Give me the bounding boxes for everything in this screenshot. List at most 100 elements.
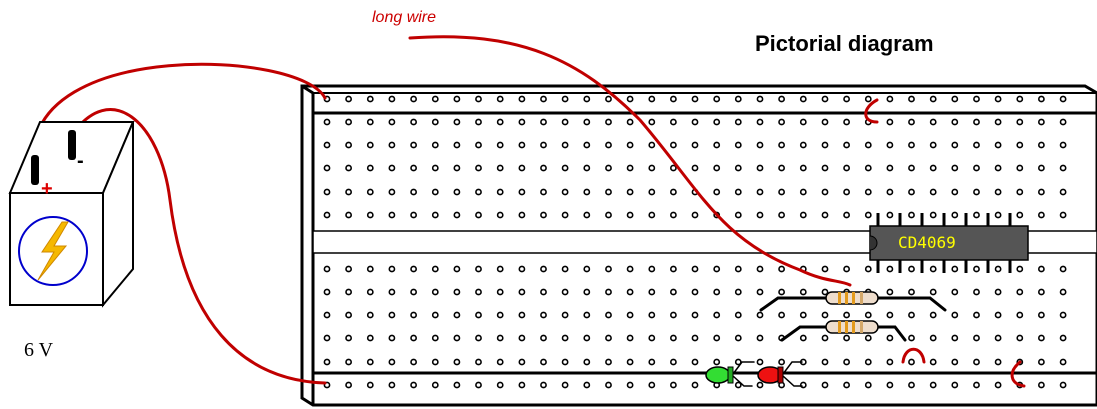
breadboard-hole [323,358,331,366]
breadboard-hole [410,334,417,342]
breadboard-hole [994,188,1002,196]
breadboard-hole [951,188,959,196]
breadboard-hole [973,311,980,319]
breadboard-hole [908,95,915,103]
breadboard-hole [540,381,547,389]
breadboard-hole [713,358,721,366]
breadboard-hole [929,265,937,273]
breadboard-hole [713,188,721,196]
breadboard-hole [496,334,504,342]
breadboard-hole [670,188,677,196]
breadboard-hole [561,288,569,296]
breadboard-hole [821,265,829,273]
breadboard-hole [518,118,526,126]
breadboard-hole [778,311,785,319]
breadboard-hole [843,358,850,366]
breadboard-hole [994,358,1002,366]
breadboard-hole [605,311,612,319]
breadboard-hole [821,95,829,103]
positive-sign: + [41,178,53,200]
breadboard-hole [843,381,850,389]
breadboard-hole [864,95,872,103]
breadboard-hole [540,164,547,172]
breadboard-hole [994,211,1002,219]
breadboard-hole [670,334,677,342]
breadboard-hole [886,358,894,366]
breadboard-hole [518,358,526,366]
breadboard-hole [1059,288,1067,296]
breadboard-hole [605,211,612,219]
breadboard-hole [453,358,461,366]
breadboard-hole [821,164,829,172]
breadboard-hole [799,381,807,389]
breadboard-hole [518,311,526,319]
breadboard-hole [1038,311,1045,319]
breadboard-hole [864,188,872,196]
breadboard-hole [475,311,482,319]
breadboard-hole [605,358,612,366]
breadboard-hole [648,265,656,273]
breadboard-hole [734,265,742,273]
resistor-2 [780,320,907,342]
breadboard-hole [388,358,396,366]
breadboard-hole [864,311,872,319]
red-led [757,361,803,387]
breadboard-hole [734,288,742,296]
breadboard-hole [734,358,742,366]
breadboard-hole [929,211,937,219]
breadboard-hole [670,381,677,389]
breadboard-hole [583,381,591,389]
breadboard-hole [864,141,872,149]
breadboard-hole [1038,358,1045,366]
breadboard-hole [626,334,634,342]
breadboard-hole [908,118,915,126]
breadboard-hole [1038,188,1045,196]
breadboard-hole [431,164,439,172]
breadboard-hole [561,118,569,126]
breadboard-hole [799,141,807,149]
breadboard-hole [973,164,980,172]
breadboard-hole [496,381,504,389]
breadboard-hole [605,288,612,296]
breadboard-hole [648,118,656,126]
breadboard-hole [626,188,634,196]
breadboard-hole [864,334,872,342]
breadboard-hole [929,164,937,172]
breadboard-hole [388,288,396,296]
breadboard-hole [670,311,677,319]
breadboard-hole [799,188,807,196]
breadboard-hole [778,141,785,149]
breadboard-hole [973,288,980,296]
breadboard-hole [1059,358,1067,366]
breadboard-hole [475,381,482,389]
breadboard-hole [886,211,894,219]
breadboard-hole [648,164,656,172]
breadboard-hole [821,288,829,296]
breadboard-hole [1038,288,1045,296]
breadboard-hole [973,118,980,126]
breadboard-hole [951,288,959,296]
breadboard-hole [431,381,439,389]
breadboard-hole [388,211,396,219]
breadboard-hole [973,188,980,196]
breadboard-hole [691,211,699,219]
breadboard-hole [670,164,677,172]
breadboard-hole [670,265,677,273]
breadboard-hole [540,265,547,273]
breadboard-hole [323,288,331,296]
breadboard-hole [973,141,980,149]
breadboard-hole [951,358,959,366]
breadboard-hole [691,141,699,149]
breadboard-hole [583,118,591,126]
breadboard-hole [973,265,980,273]
breadboard-hole [994,95,1002,103]
battery-voltage-label: 6 V [24,339,54,361]
breadboard-hole [973,95,980,103]
breadboard-hole [756,265,764,273]
breadboard-hole [1016,211,1024,219]
breadboard-hole [345,164,352,172]
breadboard-hole [734,311,742,319]
breadboard-hole [648,95,656,103]
breadboard-hole [691,334,699,342]
